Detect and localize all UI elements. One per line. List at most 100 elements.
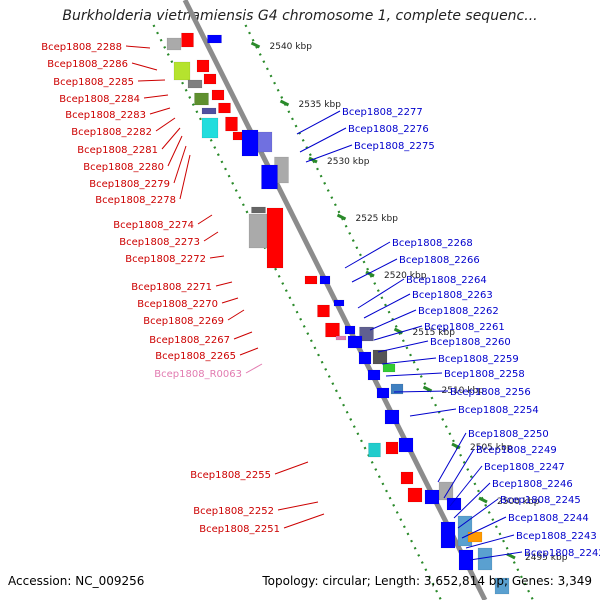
label-leader-line bbox=[173, 145, 187, 184]
label-leader-line bbox=[344, 241, 391, 269]
label-leader-line bbox=[283, 513, 325, 529]
gene-block-forward bbox=[385, 441, 399, 455]
gene-block-forward bbox=[194, 92, 209, 106]
gene-label-forward: Bcep1808_2281 bbox=[77, 145, 158, 156]
label-leader-line bbox=[437, 432, 467, 483]
gene-label-reverse: Bcep1808_2249 bbox=[476, 445, 557, 456]
gene-label-reverse: Bcep1808_2247 bbox=[484, 462, 565, 473]
gene-block-forward bbox=[218, 102, 231, 114]
gene-label-forward: Bcep1808_2273 bbox=[119, 237, 200, 248]
scale-tick-mark bbox=[365, 270, 375, 278]
gene-block-forward bbox=[248, 213, 268, 249]
gene-label-forward: Bcep1808_2284 bbox=[59, 94, 140, 105]
label-leader-line bbox=[443, 448, 475, 499]
label-leader-line bbox=[155, 117, 176, 132]
gene-block-reverse bbox=[438, 481, 454, 501]
gene-label-reverse: Bcep1808_2245 bbox=[500, 495, 581, 506]
label-leader-line bbox=[209, 255, 225, 259]
map-title: Burkholderia vietnamiensis G4 chromosome… bbox=[62, 8, 538, 24]
label-leader-line bbox=[277, 501, 319, 511]
gene-block-forward bbox=[251, 206, 266, 214]
gene-label-forward: Bcep1808_2278 bbox=[95, 195, 176, 206]
gene-block-reverse bbox=[347, 335, 363, 349]
label-leader-line bbox=[125, 45, 151, 49]
label-leader-line bbox=[305, 144, 353, 163]
gene-block-reverse bbox=[446, 497, 462, 511]
gene-block-reverse bbox=[207, 34, 222, 44]
scale-tick-label: 2535 kbp bbox=[299, 100, 342, 110]
scale-tick-mark bbox=[478, 496, 488, 504]
gene-block-reverse bbox=[257, 131, 273, 153]
accession-text: Accession: NC_009256 bbox=[8, 574, 145, 588]
dot-track-forward bbox=[152, 24, 442, 600]
gene-label-reverse: Bcep1808_2254 bbox=[458, 405, 539, 416]
gene-label-forward: Bcep1808_2283 bbox=[65, 110, 146, 121]
gene-label-forward: Bcep1808_2274 bbox=[113, 220, 194, 231]
label-leader-line bbox=[381, 357, 437, 365]
gene-label-reverse: Bcep1808_2258 bbox=[444, 369, 525, 380]
label-leader-line bbox=[197, 214, 213, 225]
label-leader-line bbox=[239, 347, 259, 356]
gene-label-forward: Bcep1808_2285 bbox=[53, 77, 134, 88]
gene-block-forward bbox=[266, 207, 284, 269]
gene-label-reverse: Bcep1808_2243 bbox=[516, 531, 597, 542]
label-leader-line bbox=[449, 465, 483, 507]
gene-features bbox=[166, 32, 510, 595]
scale-tick-mark bbox=[422, 385, 433, 393]
label-leader-line bbox=[233, 331, 253, 340]
scale-tick-mark bbox=[250, 41, 261, 49]
scale-tick-label: 2500 kbp bbox=[497, 497, 540, 507]
gene-label-forward: Bcep1808_2279 bbox=[89, 179, 170, 190]
gene-block-forward bbox=[368, 442, 381, 458]
scale-tick-mark bbox=[336, 213, 347, 221]
label-leader-line bbox=[469, 551, 523, 561]
gene-label-reverse: Bcep1808_2244 bbox=[508, 513, 589, 524]
label-leader-line bbox=[461, 516, 507, 539]
gene-block-reverse bbox=[344, 325, 356, 335]
gene-label-forward: Bcep1808_2252 bbox=[193, 506, 274, 517]
scale-tick-label: 2505 kbp bbox=[470, 443, 513, 453]
label-leader-line bbox=[245, 363, 263, 374]
label-leader-line bbox=[203, 231, 219, 242]
gene-label-forward: Bcep1808_2286 bbox=[47, 59, 128, 70]
gene-label-forward: Bcep1808_2251 bbox=[199, 524, 280, 535]
label-leader-line bbox=[357, 278, 405, 309]
gene-block-reverse bbox=[358, 351, 372, 365]
gene-block-forward bbox=[407, 487, 423, 503]
gene-block-forward bbox=[225, 116, 238, 132]
gene-block-reverse bbox=[372, 349, 388, 365]
gene-label-reverse: Bcep1808_2276 bbox=[348, 124, 429, 135]
gene-label-forward: Bcep1808_R0063 bbox=[154, 369, 242, 380]
tick-dot-tracks bbox=[152, 24, 534, 600]
gene-block-reverse bbox=[261, 164, 278, 190]
label-leader-line bbox=[385, 372, 443, 377]
scale-tick-label: 2520 kbp bbox=[384, 271, 427, 281]
gene-block-forward bbox=[201, 117, 219, 139]
gene-block-reverse bbox=[440, 521, 456, 549]
gene-block-forward bbox=[196, 59, 210, 73]
label-leader-line bbox=[363, 293, 411, 319]
gene-block-forward bbox=[211, 89, 225, 101]
gene-block-forward bbox=[304, 275, 318, 285]
gene-block-forward bbox=[201, 107, 217, 115]
gene-block-forward bbox=[317, 304, 330, 318]
label-leader-line bbox=[369, 309, 417, 331]
label-leader-line bbox=[393, 390, 449, 393]
gene-label-forward: Bcep1808_2255 bbox=[190, 470, 271, 481]
gene-block-reverse bbox=[467, 531, 483, 543]
gene-label-reverse: Bcep1808_2260 bbox=[430, 337, 511, 348]
gene-block-reverse bbox=[333, 299, 345, 307]
gene-label-forward: Bcep1808_2269 bbox=[143, 316, 224, 327]
label-leader-line bbox=[227, 309, 245, 321]
gene-block-reverse bbox=[382, 363, 396, 373]
gene-label-forward: Bcep1808_2265 bbox=[155, 351, 236, 362]
gene-block-reverse bbox=[241, 129, 259, 157]
gene-block-reverse bbox=[384, 409, 400, 425]
label-leader-line bbox=[137, 79, 166, 82]
scale-tick-label: 2495 kbp bbox=[525, 553, 568, 563]
label-leader-line bbox=[373, 325, 423, 341]
gene-label-reverse: Bcep1808_2263 bbox=[412, 290, 493, 301]
label-leader-line bbox=[465, 534, 515, 549]
